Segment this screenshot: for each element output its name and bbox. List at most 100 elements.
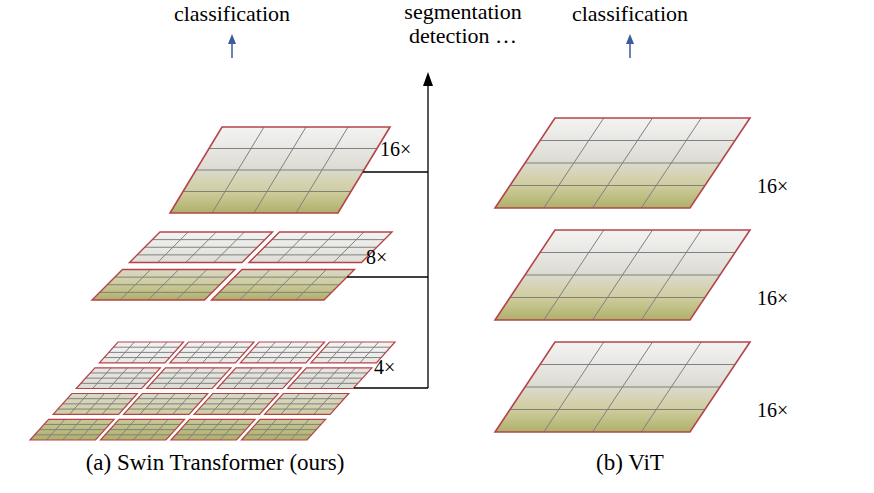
patch-line — [219, 292, 332, 293]
patch-line — [314, 394, 333, 415]
window-border — [99, 342, 183, 363]
window-fill — [170, 127, 390, 213]
window-border — [265, 394, 349, 415]
window-fill — [92, 270, 235, 301]
patch-line — [510, 185, 705, 186]
output-arrow-shaft — [427, 84, 428, 388]
patch-line — [151, 383, 217, 384]
patch-line — [104, 357, 170, 358]
patch-line — [105, 434, 170, 435]
scale-label: 8× — [366, 246, 387, 268]
patch-line — [175, 357, 241, 358]
patch-line — [291, 419, 310, 440]
window-fill — [130, 232, 273, 263]
window-border — [240, 342, 324, 363]
window-border — [53, 394, 137, 415]
arrow-head — [228, 34, 236, 44]
scale-label: 16× — [757, 287, 788, 309]
patch-line — [525, 275, 720, 276]
feature-maps — [30, 118, 750, 440]
window-fill — [240, 342, 324, 363]
window-border — [147, 368, 231, 389]
window-border — [212, 270, 355, 301]
patch-line — [269, 409, 335, 410]
patch-line — [150, 419, 169, 440]
patch-line — [145, 247, 258, 248]
task-label: classification — [174, 2, 290, 26]
window-fill — [147, 368, 231, 389]
scale-label: 4× — [374, 356, 395, 378]
window-fill — [53, 394, 137, 415]
window-border — [242, 419, 326, 440]
window-border — [217, 368, 301, 389]
window-border — [76, 368, 160, 389]
classification-arrow — [231, 42, 233, 58]
task-label: classification — [572, 2, 688, 26]
classification-arrow — [629, 42, 631, 58]
patch-line — [179, 352, 245, 353]
patch-line — [641, 230, 701, 320]
feature-map — [495, 342, 750, 432]
patch-line — [316, 357, 382, 358]
window-border — [171, 419, 255, 440]
feature-map — [30, 342, 395, 440]
patch-line — [227, 378, 293, 379]
task-label: segmentation detection … — [388, 0, 538, 48]
patch-line — [137, 254, 250, 255]
connector-lines — [347, 84, 428, 388]
patch-line — [109, 352, 175, 353]
tap-line — [363, 171, 428, 172]
patch-line — [173, 394, 192, 415]
patch-line — [641, 118, 701, 208]
window-border — [30, 419, 114, 440]
patch-line — [257, 254, 370, 255]
patch-line — [125, 368, 144, 389]
patch-line — [107, 284, 220, 285]
patch-line — [274, 403, 340, 404]
patch-line — [156, 378, 222, 379]
patch-line — [148, 342, 167, 363]
patch-line — [35, 434, 101, 435]
feature-map — [495, 230, 750, 320]
window-border — [92, 270, 235, 301]
feature-map — [92, 232, 392, 300]
window-fill — [242, 419, 326, 440]
patch-line — [251, 429, 316, 430]
patch-line — [196, 170, 364, 171]
patch-line — [220, 419, 239, 440]
patch-line — [337, 368, 356, 389]
patch-line — [128, 409, 194, 410]
window-border — [495, 118, 750, 208]
patch-line — [183, 191, 351, 192]
patch-line — [222, 383, 288, 384]
window-border — [288, 368, 372, 389]
patch-line — [203, 403, 269, 404]
patch-line — [219, 342, 238, 363]
window-fill — [217, 368, 301, 389]
window-fill — [76, 368, 160, 389]
window-border — [170, 342, 254, 363]
feature-map — [495, 118, 750, 208]
patch-line — [110, 429, 176, 430]
patch-line — [320, 352, 386, 353]
window-fill — [170, 342, 254, 363]
patch-line — [266, 368, 285, 389]
window-fill — [495, 118, 750, 208]
patch-line — [176, 270, 207, 301]
window-fill — [171, 419, 255, 440]
patch-line — [86, 378, 151, 379]
window-border — [130, 232, 273, 263]
window-fill — [495, 342, 750, 432]
arrow-head — [423, 72, 433, 86]
feature-map — [170, 127, 390, 213]
patch-line — [296, 127, 348, 213]
patch-line — [39, 429, 105, 430]
window-fill — [194, 394, 278, 415]
window-fill — [124, 394, 208, 415]
patch-line — [525, 387, 720, 388]
patch-line — [176, 434, 242, 435]
window-fill — [99, 342, 183, 363]
patch-line — [525, 163, 720, 164]
window-fill — [101, 419, 185, 440]
tap-line — [354, 387, 428, 388]
